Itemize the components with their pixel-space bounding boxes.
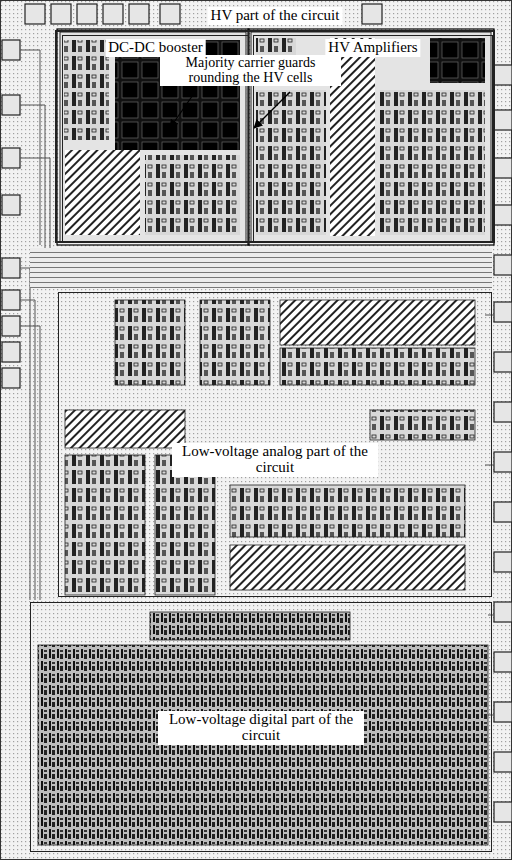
- analog-layout-part: [370, 410, 475, 440]
- bond-pads-part: [25, 4, 45, 24]
- bond-pads-part: [494, 402, 512, 422]
- bond-pads-part: [494, 110, 512, 130]
- region-label: HV part of the circuit: [208, 7, 343, 25]
- leader-arrows: [170, 92, 290, 128]
- pad-wires-part: [20, 105, 45, 250]
- analog-layout-part: [230, 545, 465, 590]
- callout-text: Majority carrier guards rounding the HV …: [160, 55, 341, 86]
- pad-wires-part: [20, 300, 35, 600]
- pad-wires-part: [20, 158, 50, 255]
- analog-layout-part: [200, 300, 270, 385]
- bond-pads-part: [129, 4, 149, 24]
- dc-dc-booster-layout-part: [145, 155, 240, 235]
- pad-wires-part: [20, 326, 40, 600]
- bond-pads-part: [494, 502, 512, 522]
- leader-arrows-part: [170, 92, 195, 128]
- guard-rings: [57, 29, 494, 245]
- pad-wires-part: [20, 50, 40, 245]
- bond-pads-part: [494, 702, 512, 722]
- analog-layout-part: [65, 410, 185, 448]
- digital-layout-part: [150, 612, 350, 640]
- bond-pads-part: [77, 4, 97, 24]
- bond-pads-part: [494, 65, 512, 85]
- analog-layout-part: [280, 300, 475, 345]
- leader-arrows-part: [254, 92, 290, 128]
- bond-pads-part: [2, 342, 20, 362]
- region-label: Low-voltage digital part of the circuit: [158, 711, 364, 745]
- bond-pads-part: [2, 316, 20, 336]
- bond-pads-part: [494, 158, 512, 178]
- region-label: Low-voltage analog part of the circuit: [172, 443, 378, 477]
- bond-pads-part: [362, 4, 382, 24]
- hv-amplifiers-layout-part: [256, 90, 326, 235]
- bond-pads-part: [160, 4, 180, 24]
- pad-wires-part: [20, 268, 30, 600]
- bond-pads-part: [103, 4, 123, 24]
- bond-pads-part: [494, 452, 512, 472]
- routing-bus: [30, 248, 492, 288]
- bond-pads-part: [494, 255, 512, 275]
- pad-wires-part: [488, 615, 494, 616]
- bond-pads-part: [2, 195, 20, 215]
- bond-pads-part: [494, 652, 512, 672]
- pad-wires-part: [485, 315, 494, 316]
- bond-pads-part: [51, 4, 71, 24]
- bond-pads-part: [2, 40, 20, 60]
- bond-pads-part: [494, 552, 512, 572]
- bond-pads-part: [2, 258, 20, 278]
- hv-amplifiers-layout-part: [430, 38, 485, 83]
- dc-dc-booster-layout-part: [64, 40, 109, 140]
- analog-region: Low-voltage analog part of the circuit: [58, 292, 492, 597]
- analog-layout-part: [115, 300, 185, 385]
- pad-wires-part: [485, 465, 494, 466]
- pad-wires-part: [488, 715, 494, 716]
- digital-region: Low-voltage digital part of the circuit: [30, 602, 492, 852]
- hv-amplifiers-layout-part: [380, 90, 485, 235]
- bond-pads-part: [2, 95, 20, 115]
- analog-layout: [65, 300, 475, 595]
- bond-pads-part: [494, 802, 512, 822]
- bond-pads-part: [494, 205, 512, 225]
- bond-pads-part: [2, 290, 20, 310]
- analog-layout-part: [230, 485, 465, 537]
- bond-pads-part: [494, 752, 512, 772]
- bond-pads-part: [494, 352, 512, 372]
- bond-pads-part: [494, 302, 512, 322]
- bond-pads-part: [494, 602, 512, 622]
- digital-layout-part: [38, 645, 488, 845]
- bond-pads-part: [2, 148, 20, 168]
- analog-layout-part: [280, 348, 475, 385]
- digital-layout: [38, 612, 488, 845]
- bond-pads-part: [2, 368, 20, 388]
- dc-dc-booster-layout-part: [65, 150, 140, 235]
- analog-layout-part: [65, 455, 145, 595]
